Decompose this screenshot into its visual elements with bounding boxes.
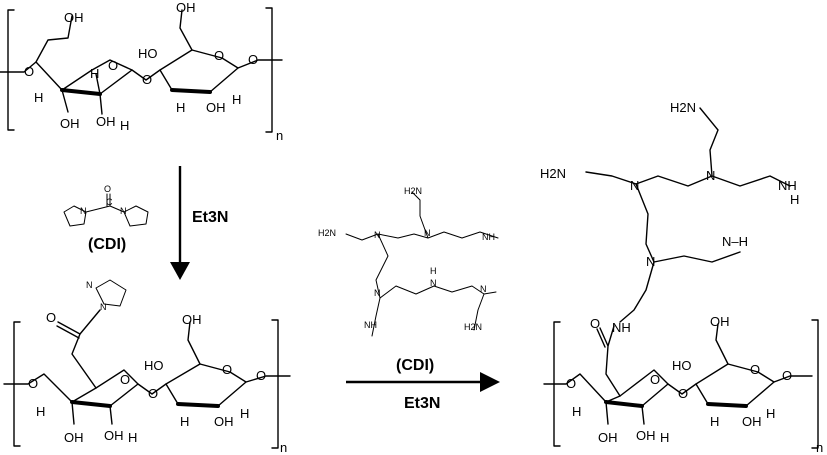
- atom-label: NH: [482, 232, 495, 242]
- atom-label: OH: [598, 430, 618, 445]
- atom-label: OH: [176, 0, 196, 15]
- arrow-right-step2: (CDI) Et3N: [346, 357, 500, 412]
- atom-label: H: [176, 100, 185, 115]
- atom-label: N: [430, 278, 437, 288]
- atom-label: H2N: [464, 322, 482, 332]
- atom-label: O: [214, 48, 224, 63]
- atom-label: N: [706, 168, 715, 183]
- atom-label: O: [750, 362, 760, 377]
- atom-label: OH: [64, 10, 84, 25]
- atom-label: O: [782, 368, 792, 383]
- atom-label: N: [80, 206, 87, 216]
- atom-label: N: [374, 230, 381, 240]
- atom-label: OH: [182, 312, 202, 327]
- cdi-label-1: (CDI): [88, 236, 126, 253]
- atom-label: OH: [96, 114, 116, 129]
- atom-label: H: [128, 430, 137, 445]
- atom-label: H2N: [670, 100, 696, 115]
- atom-label: NH: [364, 320, 377, 330]
- atom-label: H: [240, 406, 249, 421]
- atom-label: H: [710, 414, 719, 429]
- atom-label: NH: [612, 320, 631, 335]
- atom-label: H: [34, 90, 43, 105]
- atom-label: OH: [206, 100, 226, 115]
- arrow-down-step1: Et3N: [170, 166, 228, 280]
- atom-label: H: [790, 192, 799, 207]
- atom-label: H: [120, 118, 129, 133]
- atom-label: OH: [60, 116, 80, 131]
- atom-label: H2N: [540, 166, 566, 181]
- atom-label: H2N: [404, 186, 422, 196]
- atom-label: O: [256, 368, 266, 383]
- atom-label: H: [36, 404, 45, 419]
- atom-label: H: [180, 414, 189, 429]
- repeat-n-top: n: [276, 128, 283, 143]
- product-pei-cellulose: H2N H2N N N NH H N N–H NH O n O H OH OH …: [540, 100, 823, 455]
- et3n-label-1: Et3N: [192, 209, 228, 226]
- atom-label: n: [280, 440, 287, 455]
- cellulose-polymer-top: n O OH H OH OH H O H O OH HO H OH O O H: [0, 0, 283, 143]
- atom-label: N: [424, 228, 431, 238]
- atom-label: O: [142, 72, 152, 87]
- atom-label: H2N: [318, 228, 336, 238]
- activated-cellulose: n N N O O H OH OH O H O OH HO H OH O O H: [3, 279, 291, 455]
- atom-label: OH: [710, 314, 730, 329]
- atom-label: HO: [144, 358, 164, 373]
- atom-label: N: [120, 206, 127, 216]
- pei-small: H2N H2N N N NH H N N N NH H2N: [318, 186, 499, 337]
- atom-label: OH: [104, 428, 124, 443]
- atom-label: H: [90, 66, 99, 81]
- atom-label: OH: [742, 414, 762, 429]
- atom-label: O: [108, 58, 118, 73]
- atom-label: O: [120, 372, 130, 387]
- atom-label: O: [46, 310, 56, 325]
- atom-label: O: [28, 376, 38, 391]
- atom-label: N: [86, 280, 93, 290]
- atom-label: H: [766, 406, 775, 421]
- atom-label: O: [222, 362, 232, 377]
- atom-label: O: [24, 64, 34, 79]
- atom-label: O: [104, 184, 111, 194]
- atom-label: C: [106, 197, 113, 207]
- et3n-label-2: Et3N: [404, 395, 440, 412]
- atom-label: H: [430, 266, 437, 276]
- atom-label: NH: [778, 178, 797, 193]
- atom-label: OH: [64, 430, 84, 445]
- atom-label: OH: [636, 428, 656, 443]
- atom-label: HO: [672, 358, 692, 373]
- atom-label: H: [572, 404, 581, 419]
- atom-label: OH: [214, 414, 234, 429]
- atom-label: O: [650, 372, 660, 387]
- atom-label: O: [590, 316, 600, 331]
- atom-label: H: [232, 92, 241, 107]
- cdi-structure: O C N N (CDI): [63, 184, 149, 253]
- atom-label: O: [148, 386, 158, 401]
- atom-label: N: [374, 288, 381, 298]
- atom-label: N: [100, 302, 107, 312]
- atom-label: N: [646, 254, 655, 269]
- cdi-label-2: (CDI): [396, 357, 434, 374]
- atom-label: N: [630, 178, 639, 193]
- atom-label: N–H: [722, 234, 748, 249]
- atom-label: H: [660, 430, 669, 445]
- atom-label: n: [816, 440, 823, 455]
- atom-label: O: [248, 52, 258, 67]
- atom-label: HO: [138, 46, 158, 61]
- atom-label: N: [480, 284, 487, 294]
- atom-label: O: [678, 386, 688, 401]
- atom-label: O: [566, 376, 576, 391]
